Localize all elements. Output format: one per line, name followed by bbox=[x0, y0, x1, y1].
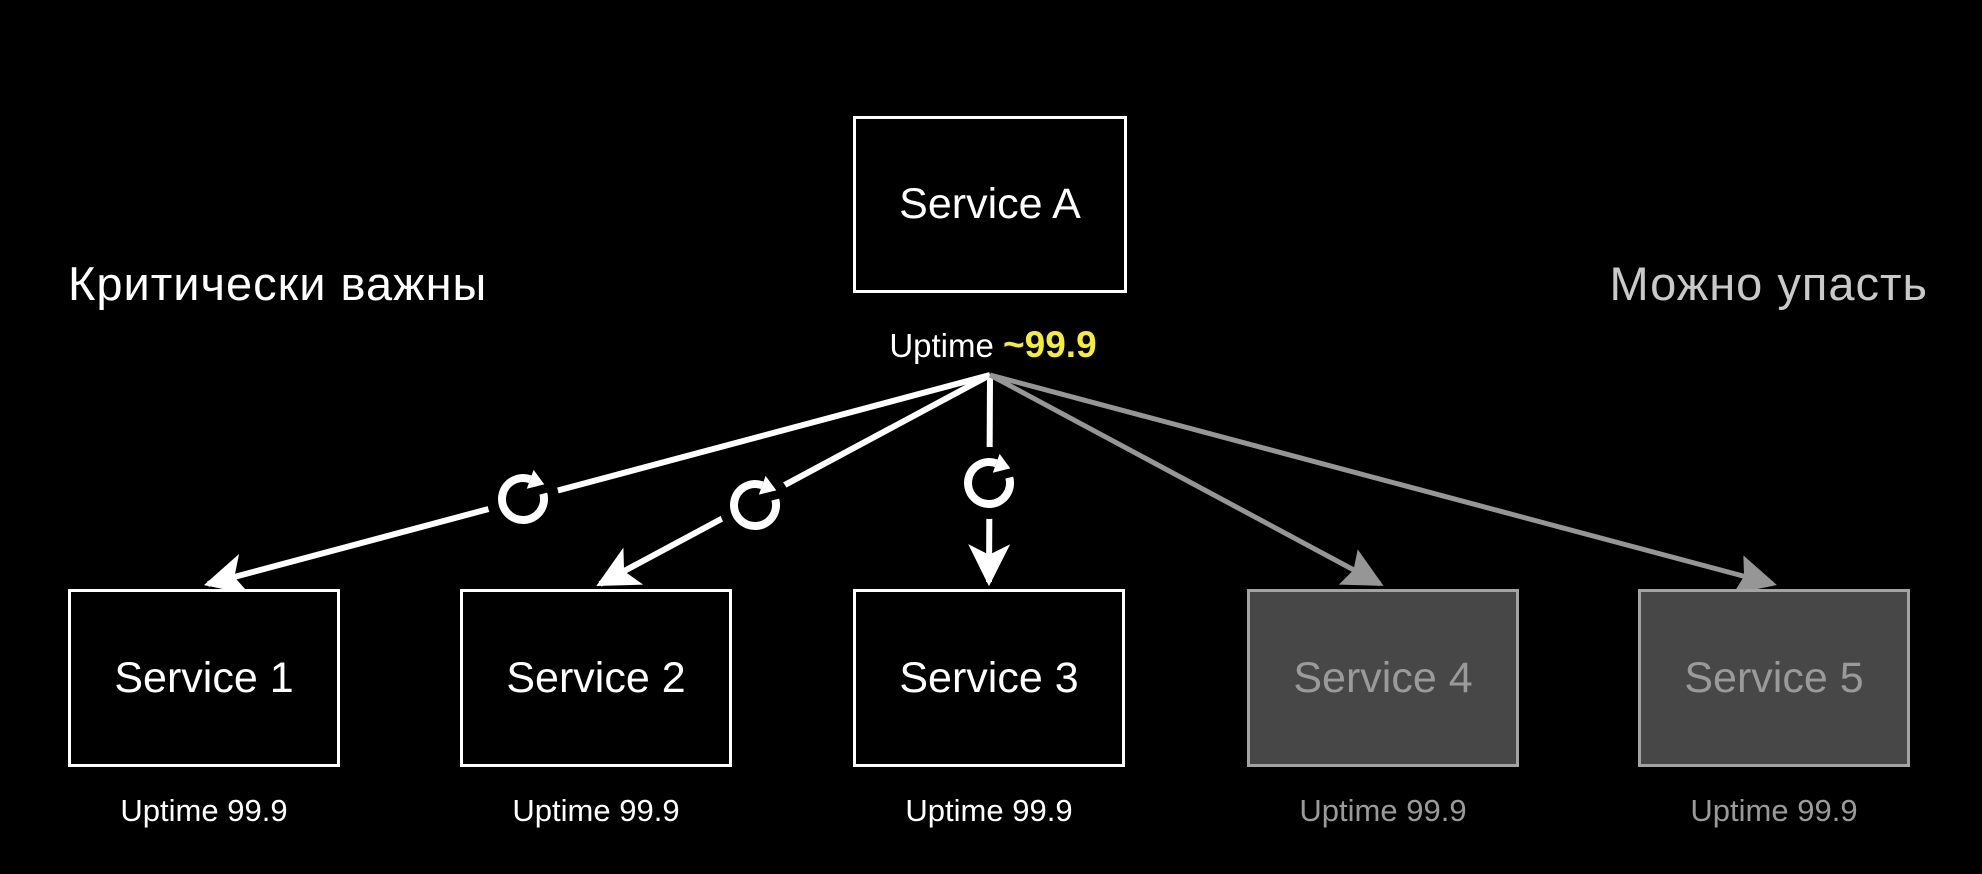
service-4-box: Service 4 bbox=[1247, 589, 1519, 767]
service-2-label: Service 2 bbox=[506, 653, 686, 702]
uptime-highlight-value: ~99.9 bbox=[1003, 324, 1097, 365]
caption-critical-group: Критически важны bbox=[68, 257, 488, 310]
arrow-to-service-5 bbox=[989, 372, 1777, 595]
service-5-uptime: Uptime 99.9 bbox=[1690, 793, 1858, 828]
service-1-box: Service 1 bbox=[68, 589, 340, 767]
service-a-box: Service A bbox=[853, 116, 1127, 293]
retry-icon bbox=[953, 447, 1025, 519]
service-5-label: Service 5 bbox=[1684, 653, 1864, 702]
caption-optional-group: Можно упасть bbox=[1609, 257, 1928, 310]
service-1-label: Service 1 bbox=[114, 653, 294, 702]
service-3-box: Service 3 bbox=[853, 589, 1125, 767]
arrow-to-service-1 bbox=[203, 372, 991, 595]
uptime-prefix: Uptime bbox=[889, 327, 994, 364]
retry-icon bbox=[719, 469, 791, 541]
arrow-to-service-4 bbox=[988, 372, 1384, 587]
service-2-uptime: Uptime 99.9 bbox=[512, 793, 680, 828]
arrow-to-service-2 bbox=[596, 372, 992, 587]
service-a-uptime: Uptime ~99.9 bbox=[793, 324, 1193, 366]
service-3-label: Service 3 bbox=[899, 653, 1079, 702]
service-2-box: Service 2 bbox=[460, 589, 732, 767]
service-a-label: Service A bbox=[899, 180, 1081, 228]
service-4-label: Service 4 bbox=[1293, 653, 1473, 702]
service-1-uptime: Uptime 99.9 bbox=[120, 793, 288, 828]
service-5-box: Service 5 bbox=[1638, 589, 1910, 767]
retry-icon bbox=[487, 463, 559, 535]
service-3-uptime: Uptime 99.9 bbox=[905, 793, 1073, 828]
arrow-to-service-3 bbox=[968, 374, 1011, 587]
service-4-uptime: Uptime 99.9 bbox=[1299, 793, 1467, 828]
